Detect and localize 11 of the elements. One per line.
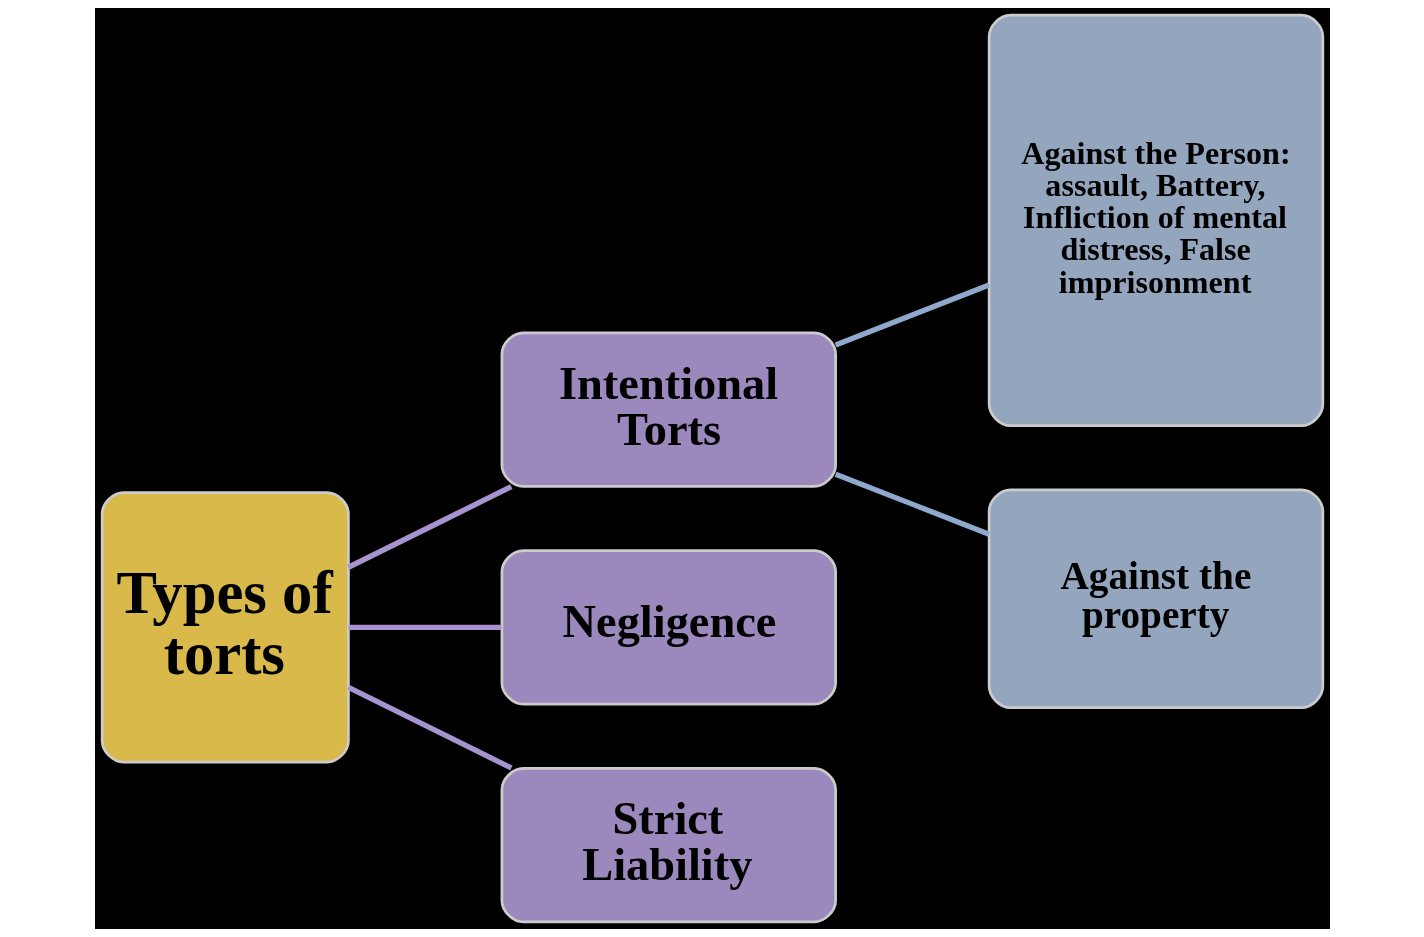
connector (834, 282, 990, 348)
node-box: Negligence (500, 549, 837, 706)
node-box: Against the Person: assault, Battery, Infliction of mental distress, False imprisonment (987, 13, 1324, 427)
connector (346, 484, 512, 570)
connector (347, 624, 502, 630)
node-box: Intentional Torts (500, 331, 837, 488)
node-box: Against the property (987, 488, 1324, 709)
connector (346, 685, 512, 771)
connector (834, 471, 990, 537)
node-box: Strict Liability (500, 767, 837, 924)
node-box: Types of torts (100, 491, 350, 764)
